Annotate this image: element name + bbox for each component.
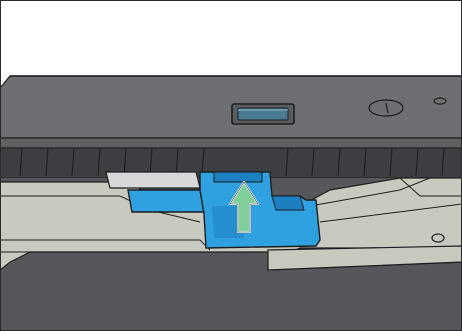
body-front-lip (0, 138, 462, 148)
printer-top-surface (0, 76, 462, 138)
cover-part (106, 172, 200, 188)
display-window-icon (232, 104, 294, 124)
